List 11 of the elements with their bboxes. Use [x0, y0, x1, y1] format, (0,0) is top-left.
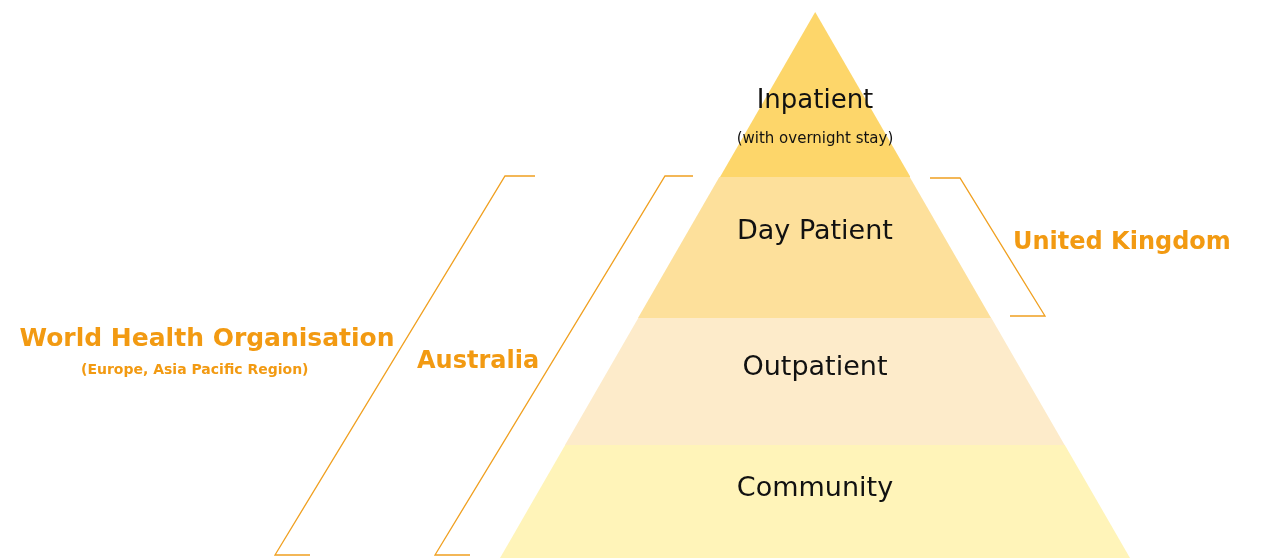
pyramid-apex	[719, 12, 911, 177]
group-label: United Kingdom	[1013, 227, 1231, 255]
group-sublabel: (Europe, Asia Pacific Region)	[81, 361, 309, 377]
band-title: Day Patient	[736, 213, 894, 245]
band-title: Outpatient	[741, 349, 889, 381]
pyramid-tier	[638, 177, 992, 318]
pyramid-tier	[500, 445, 1130, 558]
group-label: Australia	[417, 346, 540, 374]
pyramid-tier	[565, 318, 1065, 445]
band-title: Community	[735, 470, 895, 502]
group-label: World Health Organisation	[19, 323, 395, 352]
